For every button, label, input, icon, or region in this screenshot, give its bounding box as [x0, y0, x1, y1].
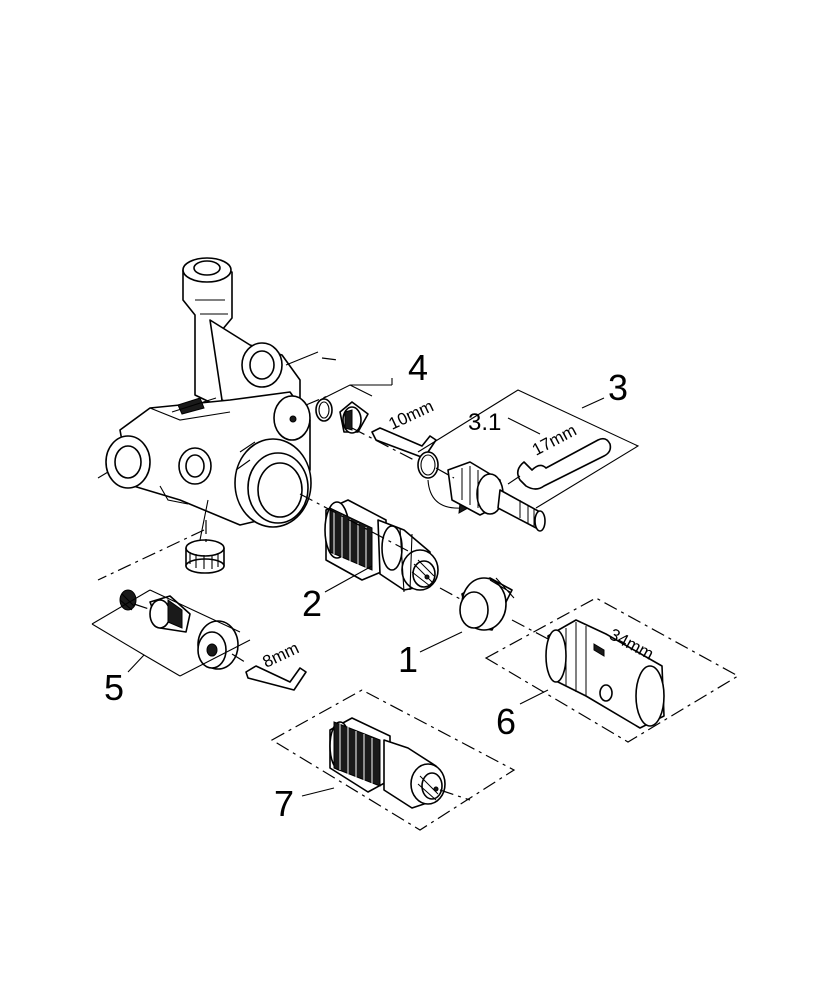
label-part-2: 2 [302, 583, 322, 624]
label-part-6: 6 [496, 701, 516, 742]
label-part-3: 3 [608, 367, 628, 408]
part-7-group [270, 689, 516, 831]
part-5-group [91, 589, 307, 691]
part-6-group [484, 597, 740, 743]
part-4-group [315, 378, 437, 459]
leader-lines [127, 397, 605, 797]
label-part-1: 1 [398, 639, 418, 680]
part-2-group [324, 499, 439, 593]
valve-body [97, 257, 319, 541]
plug [185, 539, 225, 574]
label-part-3-1: 3.1 [468, 409, 501, 436]
label-part-7: 7 [274, 783, 294, 824]
label-part-5: 5 [104, 667, 124, 708]
assembly-axis-lines [97, 357, 551, 801]
part-1-ring [459, 577, 515, 631]
label-part-4: 4 [408, 347, 428, 388]
part-3-group [417, 389, 640, 532]
tool-label-8mm: 8mm [260, 638, 302, 671]
tool-label-10mm: 10mm [386, 396, 437, 433]
